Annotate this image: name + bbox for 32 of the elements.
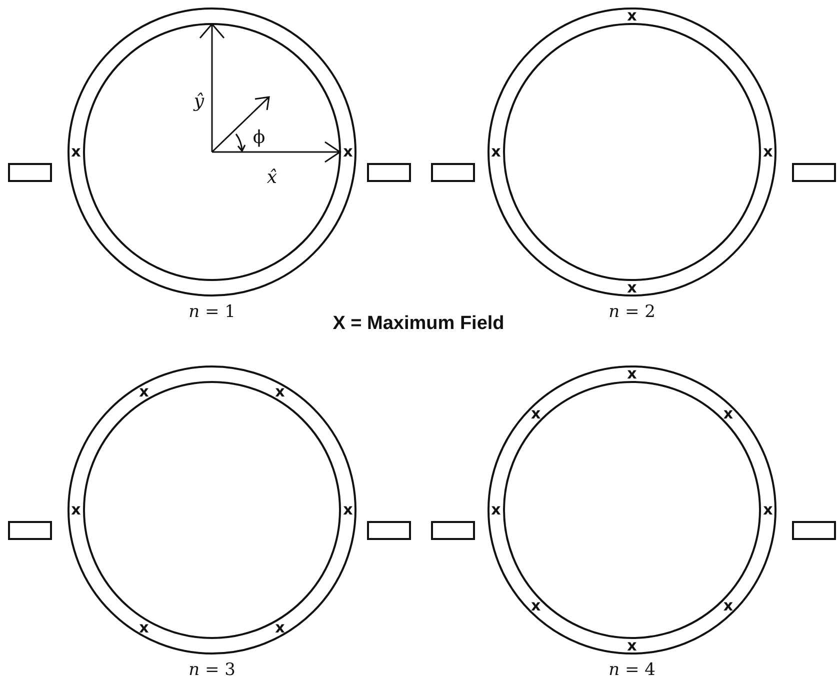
maximum-field-mark: x (763, 144, 773, 160)
maximum-field-mark: x (275, 384, 285, 400)
maximum-field-mark: x (71, 144, 81, 160)
maximum-field-mark: x (627, 280, 637, 296)
maximum-field-mark: x (491, 502, 501, 518)
mode-caption: n = 3 (188, 660, 236, 680)
ring-resonator (67, 7, 357, 297)
maximum-field-mark: x (530, 406, 541, 422)
ring-resonator (67, 365, 357, 655)
ring-resonator (487, 7, 777, 297)
maximum-field-mark: x (275, 620, 285, 636)
maximum-field-mark: x (491, 144, 501, 160)
maximum-field-mark: x (71, 502, 81, 518)
maximum-field-mark: x (627, 8, 637, 24)
maximum-field-mark: x (530, 598, 541, 614)
y-axis-label: ŷ (194, 93, 204, 111)
legend-note: X = Maximum Field (332, 313, 504, 335)
x-axis-label: x̂ (266, 169, 278, 187)
mode-caption: n = 4 (608, 660, 656, 680)
maximum-field-mark: x (139, 620, 149, 636)
mode-caption: n = 1 (188, 302, 236, 322)
ring-resonator (487, 365, 777, 655)
maximum-field-mark: x (627, 638, 637, 654)
maximum-field-mark: x (763, 502, 773, 518)
maximum-field-mark: x (627, 366, 637, 382)
maximum-field-mark: x (343, 502, 353, 518)
maximum-field-mark: x (343, 144, 353, 160)
maximum-field-mark: x (139, 384, 149, 400)
mode-caption: n = 2 (608, 302, 656, 322)
angle-label: ϕ (252, 129, 266, 147)
maximum-field-mark: x (723, 598, 733, 614)
maximum-field-mark: x (723, 406, 733, 422)
